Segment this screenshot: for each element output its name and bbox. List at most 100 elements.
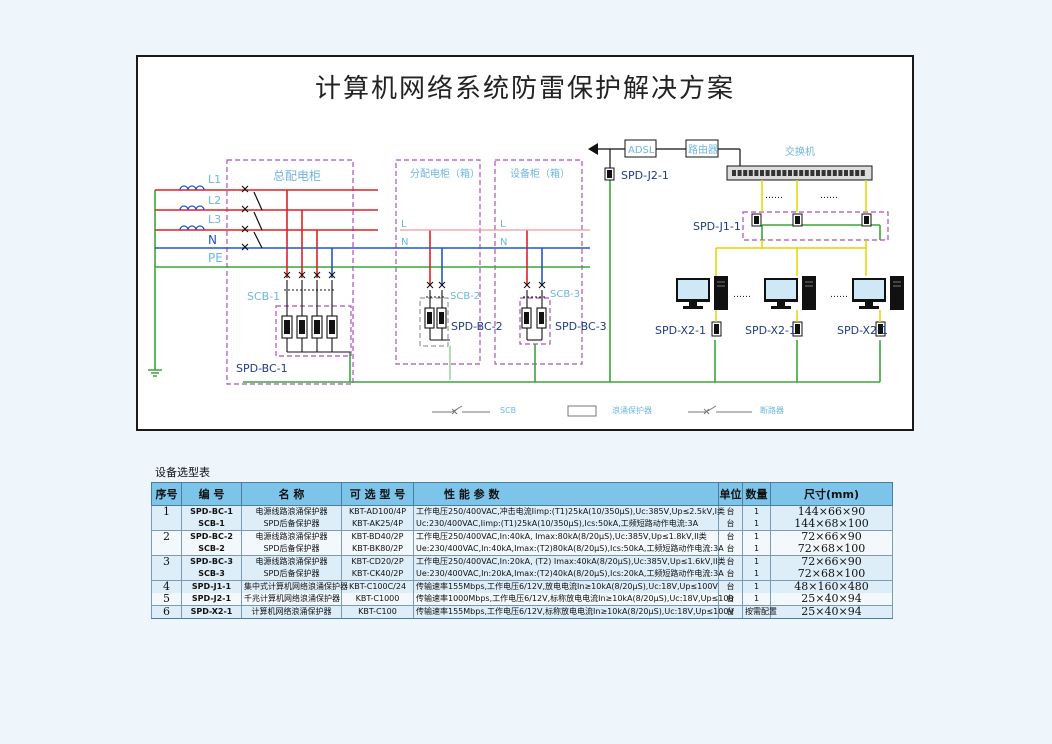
- cell-serial: 3: [151, 555, 182, 568]
- cell-model: KBT-CD20/2P: [341, 555, 414, 568]
- table-header-row: 序号 编 号 名 称 可 选 型 号 性 能 参 数 单位 数量 尺寸(mm): [151, 482, 893, 506]
- cell-name: 电源线路浪涌保护器: [241, 505, 342, 518]
- switch-port: [776, 170, 781, 176]
- switch-port: [799, 170, 804, 176]
- cell-unit: 台: [718, 505, 743, 518]
- cell-unit: 台: [718, 555, 743, 568]
- cell-size: 72×68×100: [770, 543, 893, 556]
- cell-params: Ue:230/400VAC,In:40kA,Imax:(T2)80kA(8/20…: [413, 543, 724, 556]
- cell-size: 72×66×90: [770, 555, 893, 568]
- col-model: 可 选 型 号: [341, 482, 414, 506]
- cell-unit: 台: [718, 530, 743, 543]
- cell-serial: [151, 518, 182, 531]
- legend-scb: SCB: [500, 406, 516, 415]
- cell-qty: 1: [742, 543, 771, 556]
- switch-port: [732, 170, 736, 176]
- cell-model: KBT-BD40/2P: [341, 530, 414, 543]
- bc1-label: SPD-BC-1: [236, 362, 288, 375]
- cell-name: SPD后备保护器: [241, 543, 342, 556]
- cell-serial: 4: [151, 580, 182, 593]
- cell-code: SPD-J2-1: [181, 593, 242, 606]
- legend-spd: 浪涌保护器: [612, 405, 652, 415]
- switch-port: [810, 170, 815, 176]
- bc2-label: SPD-BC-2: [451, 320, 503, 333]
- cell-serial: [151, 543, 182, 556]
- cell-size: 72×66×90: [770, 530, 893, 543]
- cell-serial: 6: [151, 605, 182, 619]
- l3-label: L3: [208, 213, 221, 226]
- cell-code: SPD-BC-3: [181, 555, 242, 568]
- switch-port: [754, 170, 759, 176]
- cell-qty: 1: [742, 530, 771, 543]
- switch-port: [737, 170, 742, 176]
- switch-port: [748, 170, 753, 176]
- dist-n-label: N: [401, 237, 408, 248]
- cell-params: 传输速率155Mbps,工作电压6/12V,放电电流In≥10kA(8/20μS…: [413, 580, 719, 593]
- cell-code: SPD-BC-2: [181, 530, 242, 543]
- cell-name: 电源线路浪涌保护器: [241, 555, 342, 568]
- col-qty: 数量: [742, 482, 771, 506]
- equip-n-label: N: [500, 237, 507, 248]
- cell-serial: [151, 568, 182, 581]
- cell-name: SPD后备保护器: [241, 568, 342, 581]
- page-title: 计算机网络系统防雷保护解决方案: [314, 74, 735, 104]
- cell-model: KBT-BK80/2P: [341, 543, 414, 556]
- cell-size: 72×68×100: [770, 568, 893, 581]
- switch-port: [832, 170, 837, 176]
- cell-code: SCB-3: [181, 568, 242, 581]
- cell-model: KBT-C100: [341, 605, 414, 619]
- cell-qty: 按需配置: [742, 605, 777, 619]
- equip-l-label: L: [500, 219, 506, 230]
- scb1-label: SCB-1: [247, 290, 280, 303]
- switch-port: [849, 170, 854, 176]
- diagram-frame: [136, 55, 914, 431]
- x2-label-3: SPD-X2-1: [837, 324, 888, 337]
- cell-serial: 2: [151, 530, 182, 543]
- cell-size: 48×160×480: [770, 580, 893, 593]
- switch-dots-1: ……: [765, 191, 783, 201]
- switch-port: [793, 170, 798, 176]
- j1-label: SPD-J1-1: [693, 220, 741, 233]
- switch-port: [765, 170, 770, 176]
- cell-model: KBT-AK25/4P: [341, 518, 414, 531]
- cell-name: 集中式计算机网络浪涌保护器: [241, 580, 348, 593]
- cell-serial: 1: [151, 505, 182, 518]
- x2-spd-icon: [875, 310, 886, 337]
- cell-unit: 台: [718, 593, 743, 606]
- equipment-table: 序号 编 号 名 称 可 选 型 号 性 能 参 数 单位 数量 尺寸(mm) …: [151, 482, 893, 619]
- cell-qty: 1: [742, 568, 771, 581]
- cell-unit: 台: [718, 605, 743, 619]
- scb2-label: SCB-2: [450, 291, 480, 302]
- cell-model: KBT-CK40/2P: [341, 568, 414, 581]
- computer-icon: [852, 276, 904, 310]
- computer-icon: [676, 276, 728, 310]
- cell-size: 25×40×94: [770, 593, 893, 606]
- table-caption: 设备选型表: [155, 466, 210, 479]
- bc2-box: [419, 297, 449, 347]
- scb3-label: SCB-3: [550, 289, 580, 300]
- switch-port: [788, 170, 792, 176]
- computer-icon: [764, 276, 816, 310]
- l2-label: L2: [208, 194, 221, 207]
- cell-model: KBT-C100C/24: [341, 580, 414, 593]
- switch-label: 交换机: [785, 145, 815, 158]
- switch-port: [855, 170, 860, 176]
- equip-cabinet-box: [494, 159, 583, 365]
- col-code: 编 号: [181, 482, 242, 506]
- cell-serial: 5: [151, 593, 182, 606]
- cell-unit: 台: [718, 518, 743, 531]
- cell-unit: 台: [718, 580, 743, 593]
- cell-name: 电源线路浪涌保护器: [241, 530, 342, 543]
- cell-params: 工作电压250/400VAC,In:20kA, (T2) Imax:40kA(8…: [413, 555, 726, 568]
- switch-port: [838, 170, 843, 176]
- cell-params: Ue:230/400VAC,In:20kA,Imax:(T2)40kA(8/20…: [413, 568, 724, 581]
- cell-size: 144×68×100: [770, 518, 893, 531]
- cell-code: SPD-BC-1: [181, 505, 242, 518]
- x2-label-2: SPD-X2-1: [745, 324, 796, 337]
- cell-model: KBT-AD100/4P: [341, 505, 414, 518]
